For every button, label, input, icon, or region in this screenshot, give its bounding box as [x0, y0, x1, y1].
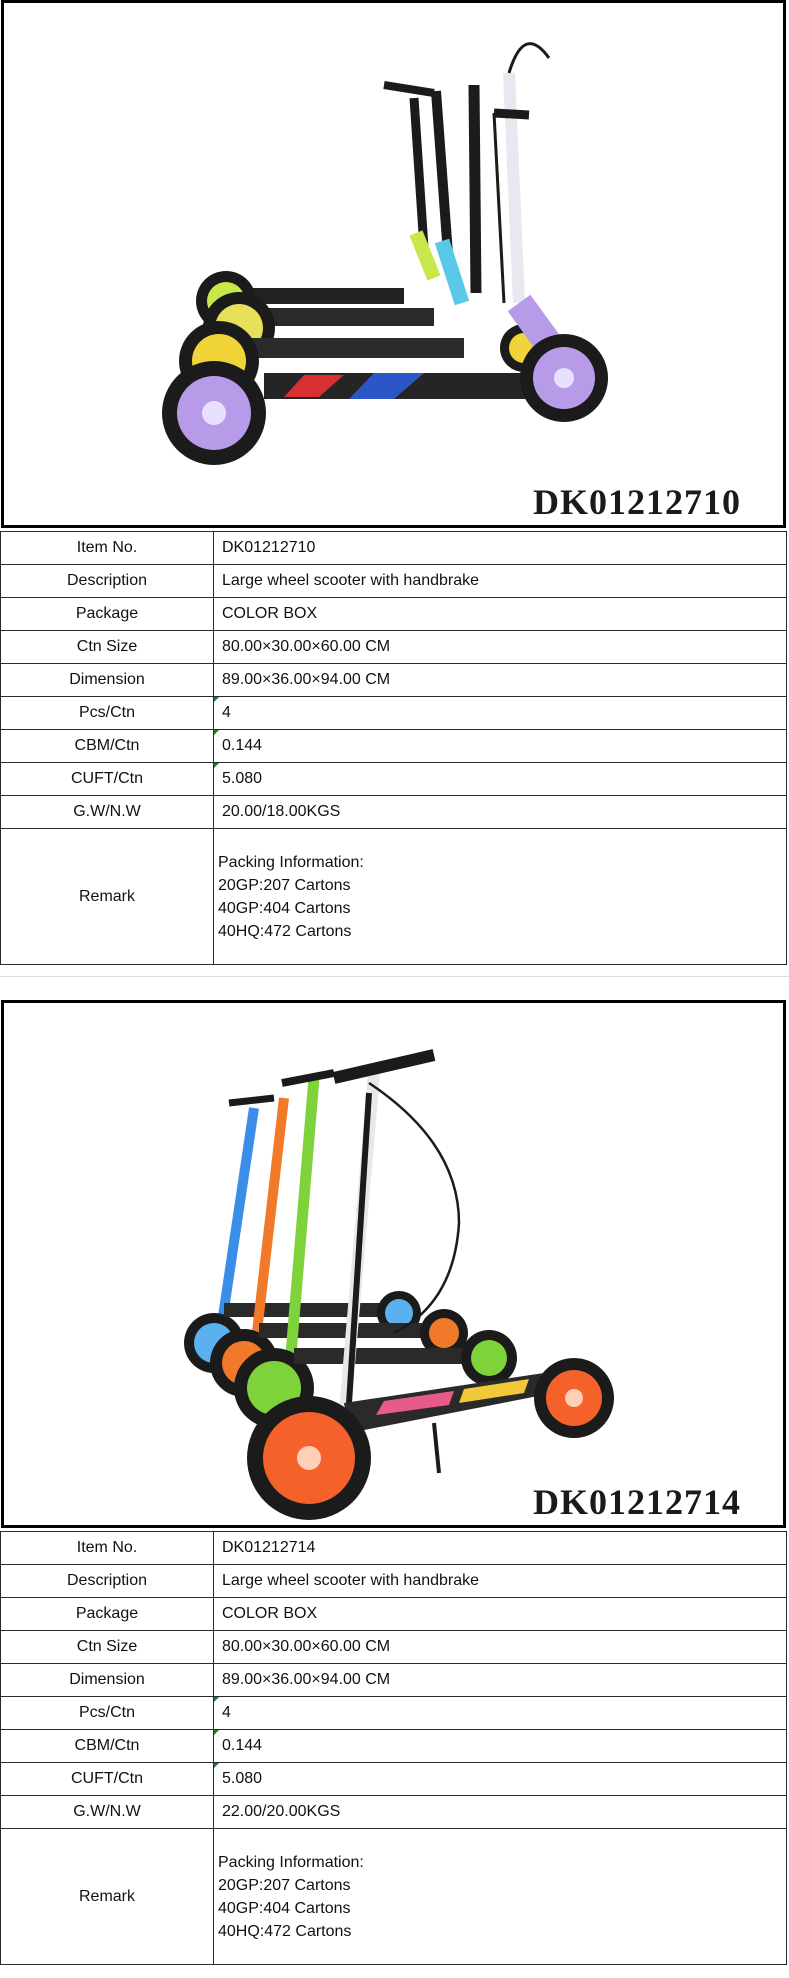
row-key: CUFT/Ctn	[0, 1762, 214, 1796]
spec-table: Item No. DK01212714 Description Large wh…	[0, 1531, 787, 1965]
row-key: Ctn Size	[0, 630, 214, 664]
row-key: Dimension	[0, 663, 214, 697]
scooter-illustration	[162, 42, 608, 465]
remark-line: 40GP:404 Cartons	[218, 1899, 351, 1917]
row-value: DK01212710	[213, 531, 787, 565]
table-row: Dimension 89.00×36.00×94.00 CM	[0, 1663, 787, 1697]
table-row: Description Large wheel scooter with han…	[0, 564, 787, 598]
table-row: Package COLOR BOX	[0, 597, 787, 631]
table-row-remark: Remark Packing Information: 20GP:207 Car…	[0, 828, 787, 965]
row-key: Package	[0, 1597, 214, 1631]
row-value: Large wheel scooter with handbrake	[213, 1564, 787, 1598]
table-row: G.W/N.W 22.00/20.00KGS	[0, 1795, 787, 1829]
table-row: CBM/Ctn 0.144	[0, 729, 787, 763]
row-key: Description	[0, 564, 214, 598]
row-key: G.W/N.W	[0, 795, 214, 829]
row-value: DK01212714	[213, 1531, 787, 1565]
row-key: Ctn Size	[0, 1630, 214, 1664]
row-value: 20.00/18.00KGS	[213, 795, 787, 829]
scooter-orange	[210, 1097, 468, 1397]
item-code-label: DK01212710	[533, 482, 741, 522]
row-value: 4	[213, 1696, 787, 1730]
table-row: Package COLOR BOX	[0, 1597, 787, 1631]
row-value: 22.00/20.00KGS	[213, 1795, 787, 1829]
table-row: CUFT/Ctn 5.080	[0, 762, 787, 796]
row-value: 89.00×36.00×94.00 CM	[213, 1663, 787, 1697]
scooter-third	[179, 84, 548, 401]
row-value: COLOR BOX	[213, 1597, 787, 1631]
remark-line: 40GP:404 Cartons	[218, 899, 351, 917]
remark-key: Remark	[0, 828, 214, 965]
row-value: 0.144	[213, 1729, 787, 1763]
spec-table: Item No. DK01212710 Description Large wh…	[0, 531, 787, 965]
row-key: CBM/Ctn	[0, 1729, 214, 1763]
scooter-front	[247, 1049, 614, 1520]
table-row: Ctn Size 80.00×30.00×60.00 CM	[0, 1630, 787, 1664]
section-divider	[0, 976, 789, 999]
row-key: Package	[0, 597, 214, 631]
remark-line: 20GP:207 Cartons	[218, 1876, 351, 1894]
remark-line: Packing Information:	[218, 1853, 364, 1871]
remark-line: 40HQ:472 Cartons	[218, 1922, 352, 1940]
table-row: Item No. DK01212710	[0, 531, 787, 565]
row-value: COLOR BOX	[213, 597, 787, 631]
remark-line: 40HQ:472 Cartons	[218, 922, 352, 940]
row-key: Dimension	[0, 1663, 214, 1697]
table-row-remark: Remark Packing Information: 20GP:207 Car…	[0, 1828, 787, 1965]
row-key: CUFT/Ctn	[0, 762, 214, 796]
row-key: Pcs/Ctn	[0, 1696, 214, 1730]
table-row: G.W/N.W 20.00/18.00KGS	[0, 795, 787, 829]
remark-line: 20GP:207 Cartons	[218, 876, 351, 894]
row-value: 89.00×36.00×94.00 CM	[213, 663, 787, 697]
row-key: Item No.	[0, 531, 214, 565]
scooter-front	[162, 42, 608, 465]
table-row: Pcs/Ctn 4	[0, 696, 787, 730]
row-value: 80.00×30.00×60.00 CM	[213, 630, 787, 664]
table-row: Dimension 89.00×36.00×94.00 CM	[0, 663, 787, 697]
remark-value: Packing Information: 20GP:207 Cartons 40…	[213, 1828, 787, 1965]
remark-key: Remark	[0, 1828, 214, 1965]
table-row: Description Large wheel scooter with han…	[0, 1564, 787, 1598]
row-value: Large wheel scooter with handbrake	[213, 564, 787, 598]
row-key: G.W/N.W	[0, 1795, 214, 1829]
product-photo: DK01212710	[1, 0, 786, 528]
row-key: Description	[0, 1564, 214, 1598]
row-value: 80.00×30.00×60.00 CM	[213, 1630, 787, 1664]
table-row: CBM/Ctn 0.144	[0, 1729, 787, 1763]
row-key: CBM/Ctn	[0, 729, 214, 763]
row-key: Pcs/Ctn	[0, 696, 214, 730]
row-value: 0.144	[213, 729, 787, 763]
table-row: Ctn Size 80.00×30.00×60.00 CM	[0, 630, 787, 664]
table-row: Pcs/Ctn 4	[0, 1696, 787, 1730]
table-row: CUFT/Ctn 5.080	[0, 1762, 787, 1796]
row-value: 4	[213, 696, 787, 730]
row-value: 5.080	[213, 762, 787, 796]
row-key: Item No.	[0, 1531, 214, 1565]
scooter-illustration	[184, 1049, 614, 1520]
row-value: 5.080	[213, 1762, 787, 1796]
remark-line: Packing Information:	[218, 853, 364, 871]
item-code-label: DK01212714	[533, 1482, 741, 1522]
table-row: Item No. DK01212714	[0, 1531, 787, 1565]
product-photo: DK01212714	[1, 1000, 786, 1528]
remark-value: Packing Information: 20GP:207 Cartons 40…	[213, 828, 787, 965]
